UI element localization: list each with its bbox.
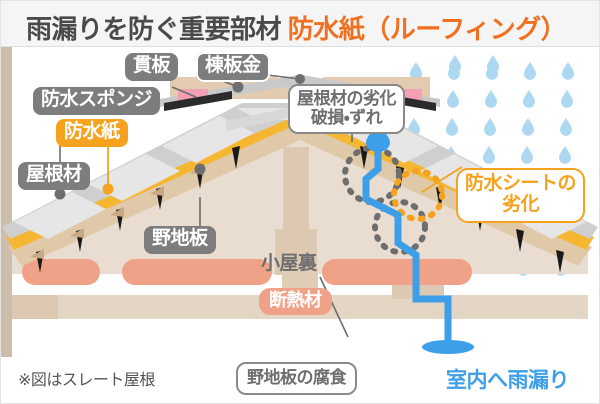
page-title: 雨漏りを防ぐ重要部材 防水紙（ルーフィング） [26, 9, 567, 46]
callout-sheet-degradation-line2: 劣化 [502, 194, 540, 216]
callout-sheet-degradation[interactable]: 防水シートの 劣化 [456, 168, 586, 223]
insulation-pads [22, 259, 472, 285]
callout-roof-degradation[interactable]: 屋根材の劣化 破損・ずれ [288, 84, 405, 135]
footer-note: ※図はスレート屋根 [18, 372, 155, 389]
leak-indoor-text: 室内へ雨漏り [446, 369, 570, 392]
label-yanezai[interactable]: 屋根材 [18, 162, 90, 190]
label-koyaura: 小屋裏 [261, 253, 317, 274]
roof-left-slope [2, 103, 300, 273]
label-bousui-sponge[interactable]: 防水スポンジ [33, 87, 161, 115]
callout-sheet-degradation-line1: 防水シートの [465, 173, 577, 194]
roof-cross-section-illustration [2, 55, 598, 354]
water-leak-path [362, 147, 452, 345]
leader-dot-bousuishi [102, 183, 114, 195]
leader-dot-nojiita [194, 163, 206, 175]
callout-nojiita-rot[interactable]: 野地板の腐食 [236, 362, 357, 396]
header-divider [0, 46, 600, 47]
header-band [0, 0, 600, 47]
label-nojiita[interactable]: 野地板 [144, 226, 216, 254]
page-title-accent: 防水紙（ルーフィング） [287, 14, 567, 44]
label-dannetsuzai[interactable]: 断熱材 [259, 288, 332, 315]
callout-roof-degradation-line1: 屋根材の劣化 [297, 89, 397, 108]
label-munebankin[interactable]: 棟板金 [196, 52, 270, 82]
page-title-main: 雨漏りを防ぐ重要部材 [26, 14, 282, 44]
callout-roof-degradation-line2: 破損・ずれ [310, 108, 383, 128]
label-nukiita[interactable]: 貫板 [125, 53, 179, 81]
leak-drops [366, 123, 474, 354]
left-accent-bar [0, 47, 12, 357]
label-bousuishi[interactable]: 防水紙 [56, 119, 128, 147]
leader-dot-yanezai [54, 188, 66, 200]
